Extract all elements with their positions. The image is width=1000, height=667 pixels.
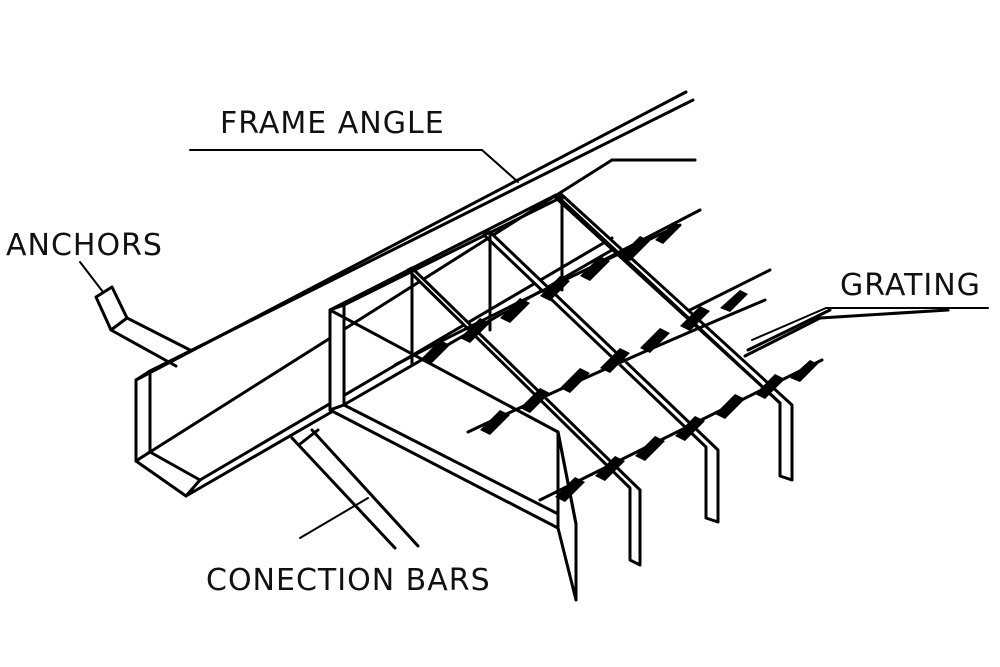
frame-angle — [134, 90, 697, 498]
connection-bars-leader — [299, 497, 369, 539]
leader-lines — [79, 149, 989, 539]
cross-rod-2 — [466, 290, 767, 435]
grating — [328, 193, 950, 602]
grating-label: GRATING — [840, 268, 981, 303]
cross-rod-3 — [538, 358, 824, 502]
anchors-label: ANCHORS — [6, 228, 163, 263]
connection-bars-label: CONECTION BARS — [206, 563, 491, 598]
grating-leader — [751, 307, 827, 341]
connection-bars — [290, 428, 420, 550]
cross-rod-1 — [393, 222, 682, 367]
anchors-leader — [79, 261, 104, 293]
frame-angle-label: FRAME ANGLE — [220, 106, 445, 141]
anchor — [94, 285, 192, 368]
